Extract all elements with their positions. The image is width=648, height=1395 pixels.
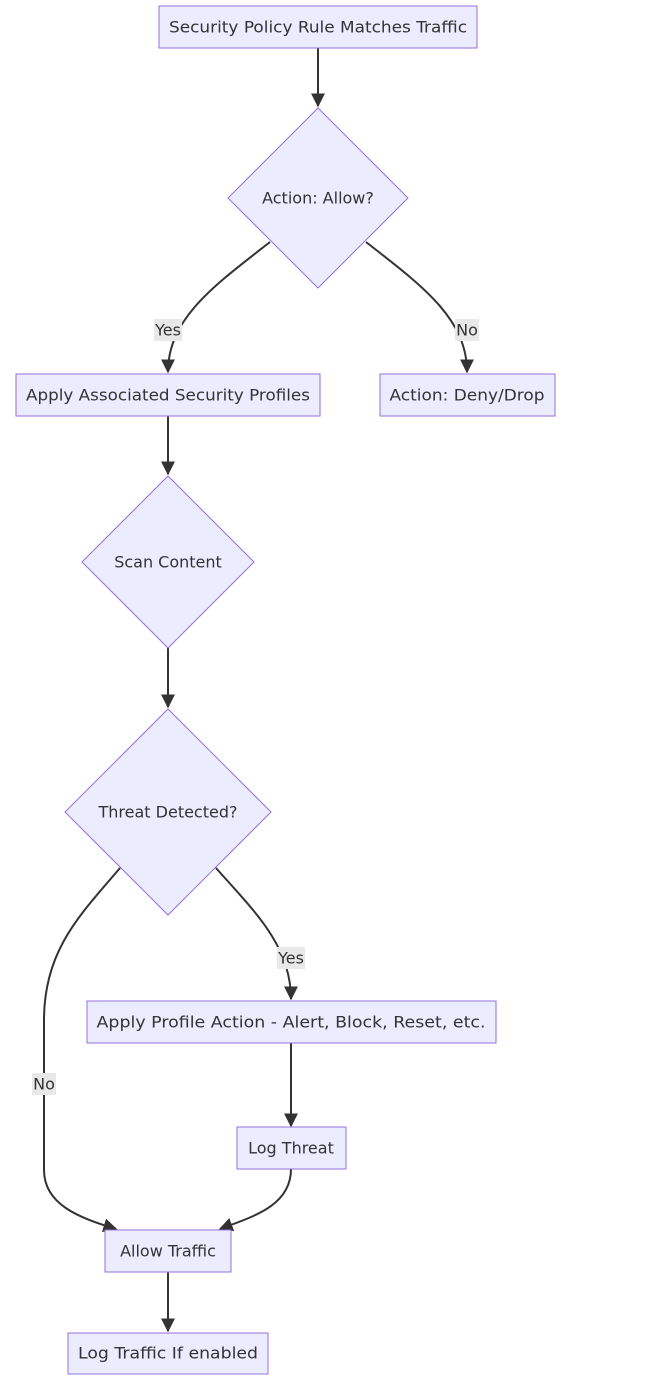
node-log-threat-label: Log Threat [248, 1139, 334, 1158]
node-log-traffic-label: Log Traffic If enabled [78, 1344, 258, 1363]
edges [43, 48, 474, 1333]
edge-label-threat-yes: Yes [277, 947, 305, 969]
node-log-traffic: Log Traffic If enabled [67, 1332, 269, 1375]
edge-label-threat-no: No [32, 1073, 56, 1095]
edge-label-allow-yes-text: Yes [154, 321, 181, 340]
edge-label-allow-no-text: No [456, 321, 478, 340]
node-allow-decision: Action: Allow? [227, 107, 409, 289]
edge-label-threat-no-text: No [33, 1075, 55, 1094]
node-deny-label: Action: Deny/Drop [390, 386, 545, 405]
edge-threat-yes [215, 867, 298, 1001]
node-allow-decision-label: Action: Allow? [262, 189, 374, 208]
edge-label-allow-yes: Yes [154, 319, 182, 341]
node-allow-traffic-label: Allow Traffic [120, 1242, 216, 1261]
node-apply-profiles-label: Apply Associated Security Profiles [26, 386, 310, 405]
node-scan-label: Scan Content [114, 553, 222, 572]
edge-label-threat-yes-text: Yes [277, 949, 304, 968]
node-start-label: Security Policy Rule Matches Traffic [169, 18, 467, 37]
edge-allow-no [365, 241, 474, 374]
edge-log-threat-to-allow [218, 1168, 292, 1232]
node-profile-action: Apply Profile Action - Alert, Block, Res… [86, 1000, 497, 1044]
node-threat-decision-label: Threat Detected? [98, 803, 238, 822]
node-profile-action-label: Apply Profile Action - Alert, Block, Res… [97, 1013, 486, 1032]
edge-allow-yes [161, 241, 271, 374]
node-log-threat: Log Threat [236, 1126, 347, 1170]
edge-threat-no [43, 867, 121, 1233]
node-scan: Scan Content [81, 475, 255, 649]
node-apply-profiles: Apply Associated Security Profiles [15, 373, 321, 417]
edge-labels: Yes No Yes No [32, 319, 479, 1095]
node-threat-decision: Threat Detected? [64, 708, 272, 916]
node-start: Security Policy Rule Matches Traffic [158, 5, 478, 49]
nodes: Security Policy Rule Matches Traffic Act… [15, 5, 556, 1375]
edge-label-allow-no: No [455, 319, 479, 341]
node-allow-traffic: Allow Traffic [104, 1229, 232, 1273]
node-deny: Action: Deny/Drop [379, 373, 556, 417]
